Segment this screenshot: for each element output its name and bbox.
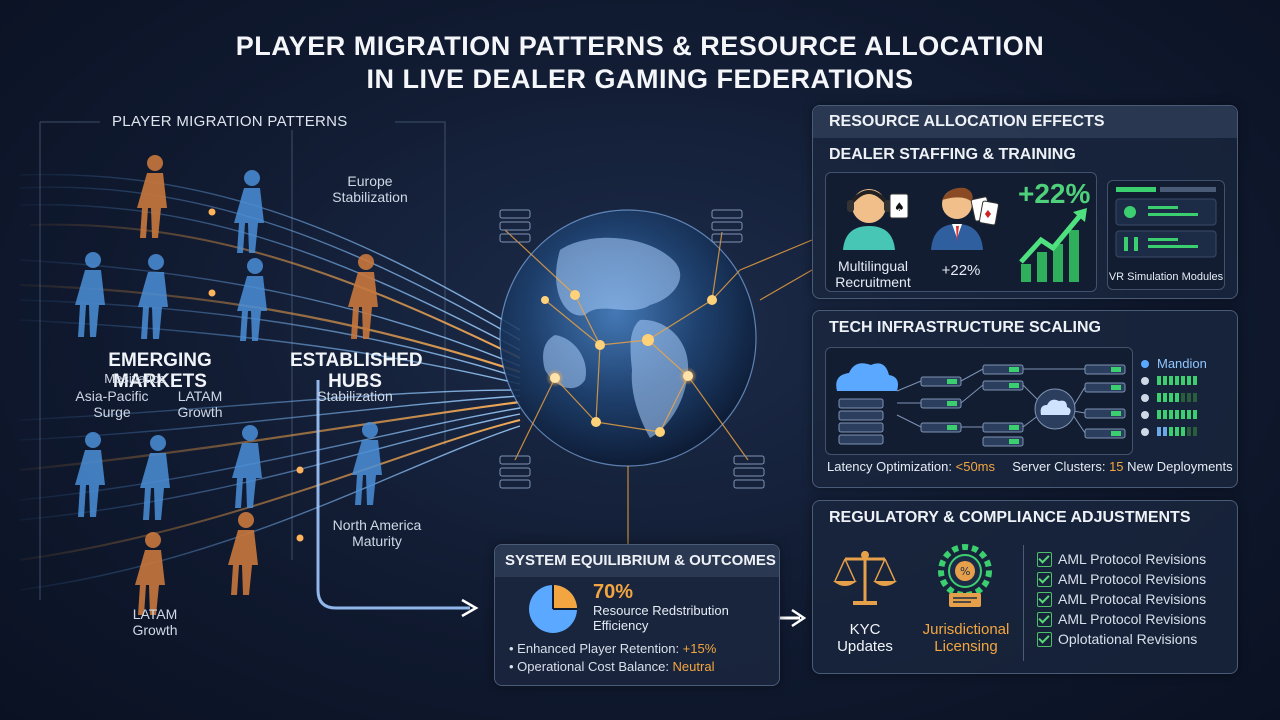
label-emerging-markets: EMERGING MARKETS (108, 350, 212, 392)
check-list: AML Protocol Revisions AML Protocol Revi… (1037, 549, 1206, 649)
label-percent-small: +22% (941, 262, 981, 279)
retention-label: Enhanced Player Retention: (517, 641, 683, 656)
migration-heading: PLAYER MIGRATION PATTERNS (112, 113, 348, 130)
growth-chart-icon (1019, 208, 1087, 282)
check-item: AML Protocal Revisions (1037, 589, 1206, 609)
label-jurisdictional: Jurisdictional Licensing (922, 621, 1010, 655)
regulatory-heading: REGULATORY & COMPLIANCE ADJUSTMENTS (829, 509, 1191, 526)
resource-heading: RESOURCE ALLOCATION EFFECTS (813, 106, 1237, 138)
label-latam-bottom: LATAM Growth (132, 606, 178, 638)
equilibrium-heading: SYSTEM EQUILIBRIUM & OUTCOMES (495, 545, 779, 577)
checkbox-icon (1037, 631, 1052, 647)
regulatory-divider (1023, 545, 1024, 661)
cost-row: • Operational Cost Balance: Neutral (509, 659, 715, 674)
svg-text:%: % (960, 565, 970, 578)
servers-value: 15 (1109, 459, 1124, 474)
label-kyc: KYC Updates (837, 621, 893, 655)
label-motivations: Mesivatios (104, 371, 166, 386)
panel-tech-infrastructure: TECH INFRASTRUCTURE SCALING Mandi (812, 310, 1238, 488)
servers-suffix: New Deployments (1123, 459, 1233, 474)
retention-row: • Enhanced Player Retention: +15% (509, 641, 717, 656)
tech-heading: TECH INFRASTRUCTURE SCALING (829, 319, 1101, 336)
svg-text:♠: ♠ (894, 200, 905, 214)
servers-label: Server Clusters: (1012, 459, 1110, 474)
panel-dealer-staffing: RESOURCE ALLOCATION EFFECTS DEALER STAFF… (812, 105, 1238, 299)
check-item: AML Protocol Revisions (1037, 549, 1206, 569)
retention-value: +15% (682, 641, 717, 656)
svg-text:♦: ♦ (983, 208, 993, 221)
panel-regulatory: REGULATORY & COMPLIANCE ADJUSTMENTS KYC … (812, 500, 1238, 674)
licensing-gear-icon: % (938, 544, 992, 607)
title-line-2: IN LIVE DEALER GAMING FEDERATIONS (366, 64, 914, 94)
checkbox-icon (1037, 571, 1052, 587)
card-dealer-icon: ♦ (931, 187, 999, 250)
latency-label: Latency Optimization: (827, 459, 956, 474)
efficiency-percent: 70% (593, 581, 634, 603)
label-established-sub: Stabilization (317, 388, 393, 404)
label-percent-big: +22% (1018, 178, 1091, 209)
vr-dashboard-icon (1115, 187, 1217, 258)
latency-value: <50ms (955, 459, 996, 474)
label-asia-pacific: Asia-Pacific Surge (75, 388, 149, 420)
tech-legend: Mandion (1141, 355, 1207, 440)
label-latam-top: LATAM Growth (177, 388, 223, 420)
scales-icon (833, 551, 897, 605)
staffing-heading: DEALER STAFFING & TRAINING (829, 146, 1076, 163)
check-item: Oplotational Revisions (1037, 629, 1206, 649)
panel-equilibrium: SYSTEM EQUILIBRIUM & OUTCOMES 70% Resour… (494, 544, 780, 686)
cost-label: Operational Cost Balance: (517, 659, 673, 674)
headset-dealer-icon: ♠ (843, 189, 909, 250)
efficiency-label: Resource Redstribution Efficiency (593, 603, 729, 633)
label-north-america: North America Maturity (332, 517, 422, 549)
pie-chart-icon (529, 585, 577, 633)
checkbox-icon (1037, 591, 1052, 607)
label-europe: Europe Stabilization (332, 173, 408, 205)
tech-stats: Latency Optimization: <50ms Server Clust… (827, 459, 1233, 474)
cost-value: Neutral (672, 659, 715, 674)
label-vr-modules: VR Simulation Modules (1108, 271, 1224, 283)
cloud-network-icon (836, 363, 1126, 447)
page-title: PLAYER MIGRATION PATTERNS & RESOURCE ALL… (0, 30, 1280, 96)
check-item: AML Protocol Revisions (1037, 609, 1206, 629)
title-line-1: PLAYER MIGRATION PATTERNS & RESOURCE ALL… (235, 31, 1045, 61)
vr-module-tile: VR Simulation Modules (1107, 180, 1225, 290)
check-item: AML Protocol Revisions (1037, 569, 1206, 589)
label-established-hubs: ESTABLISHED HUBS (290, 350, 423, 392)
checkbox-icon (1037, 551, 1052, 567)
legend-title: Mandion (1157, 356, 1207, 371)
checkbox-icon (1037, 611, 1052, 627)
player-figures (75, 155, 382, 615)
label-multilingual: Multilingual Recruitment (835, 258, 911, 290)
